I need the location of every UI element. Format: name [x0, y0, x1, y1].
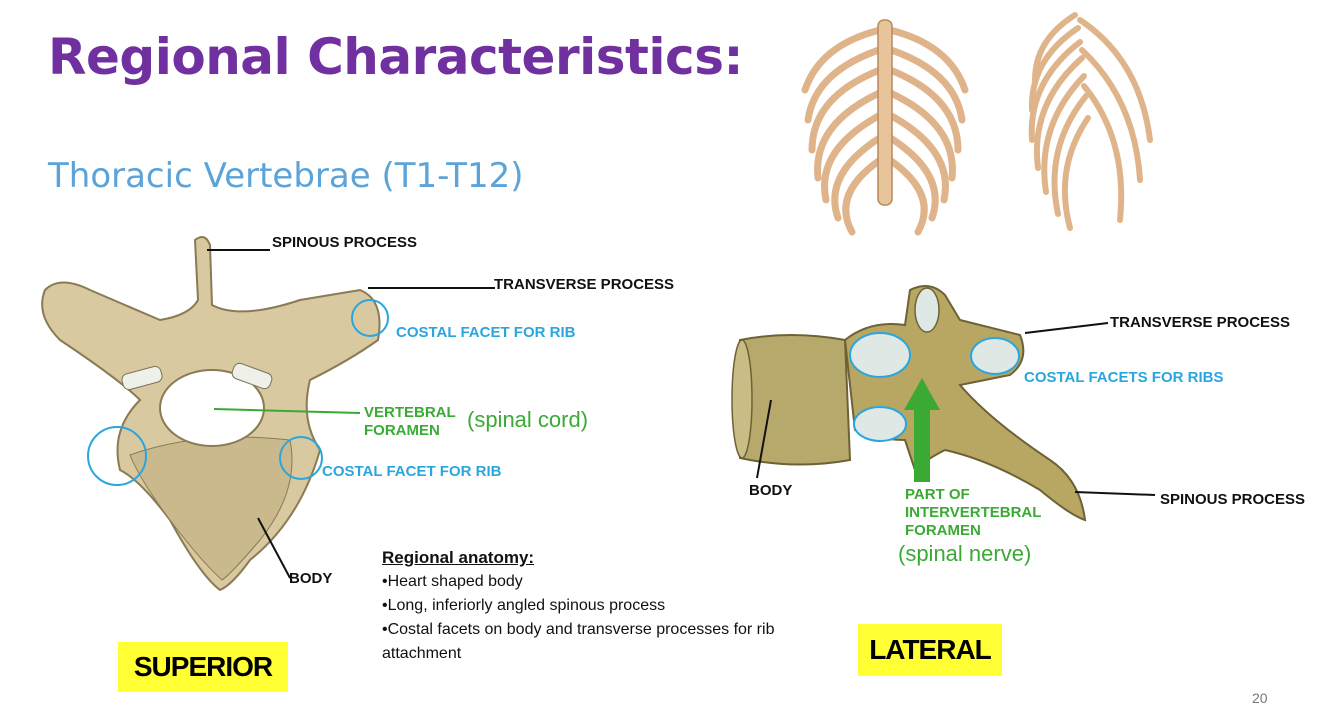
note-spinal-nerve: (spinal nerve) — [898, 541, 1032, 566]
ribcage-anterior-illustration — [801, 26, 969, 236]
regional-anatomy-item: •Costal facets on body and transverse pr… — [382, 621, 775, 662]
label-body-superior: BODY — [289, 570, 333, 587]
regional-anatomy-notes: Regional anatomy: •Heart shaped body •Lo… — [382, 546, 822, 666]
intervertebral-arrow — [904, 378, 940, 482]
label-transverse-process-lateral: TRANSVERSE PROCESS — [1110, 314, 1291, 331]
label-intervertebral-line1: PART OF — [905, 486, 970, 503]
label-intervertebral-line2: INTERVERTEBRAL — [905, 504, 1042, 521]
superior-leader-lines — [207, 249, 495, 579]
label-costal-facet-bottom: COSTAL FACET FOR RIB — [322, 463, 502, 480]
sternum-shape — [877, 19, 893, 206]
label-spinous-process-lateral: SPINOUS PROCESS — [1160, 491, 1306, 508]
regional-anatomy-heading: Regional anatomy: — [382, 548, 535, 567]
label-intervertebral-line3: FORAMEN — [905, 522, 981, 539]
superior-view-label: SUPERIOR — [118, 642, 288, 692]
label-spinous-process-superior: SPINOUS PROCESS — [272, 234, 418, 251]
label-body-lateral: BODY — [749, 482, 793, 499]
label-vertebral-foramen-line2: FORAMEN — [364, 422, 440, 439]
foramen-leader-line — [213, 408, 361, 414]
regional-anatomy-item: •Heart shaped body — [382, 573, 523, 590]
regional-anatomy-item: •Long, inferiorly angled spinous process — [382, 597, 666, 614]
label-vertebral-foramen-line1: VERTEBRAL — [364, 404, 456, 421]
label-costal-facet-top: COSTAL FACET FOR RIB — [396, 324, 576, 341]
page-number: 20 — [1252, 690, 1268, 706]
superior-vertebra-illustration — [41, 235, 389, 592]
lateral-leader-lines — [756, 322, 1156, 496]
label-transverse-process-superior: TRANSVERSE PROCESS — [494, 276, 675, 293]
lateral-view-label: LATERAL — [858, 624, 1002, 676]
lateral-vertebra-illustration — [731, 285, 1087, 522]
ribcage-lateral-illustration — [1028, 12, 1153, 231]
slide-title: Regional Characteristics: — [48, 28, 743, 86]
note-spinal-cord: (spinal cord) — [467, 407, 589, 432]
label-costal-facets-lateral: COSTAL FACETS FOR RIBS — [1024, 369, 1224, 386]
slide-subtitle: Thoracic Vertebrae (T1-T12) — [48, 156, 524, 196]
